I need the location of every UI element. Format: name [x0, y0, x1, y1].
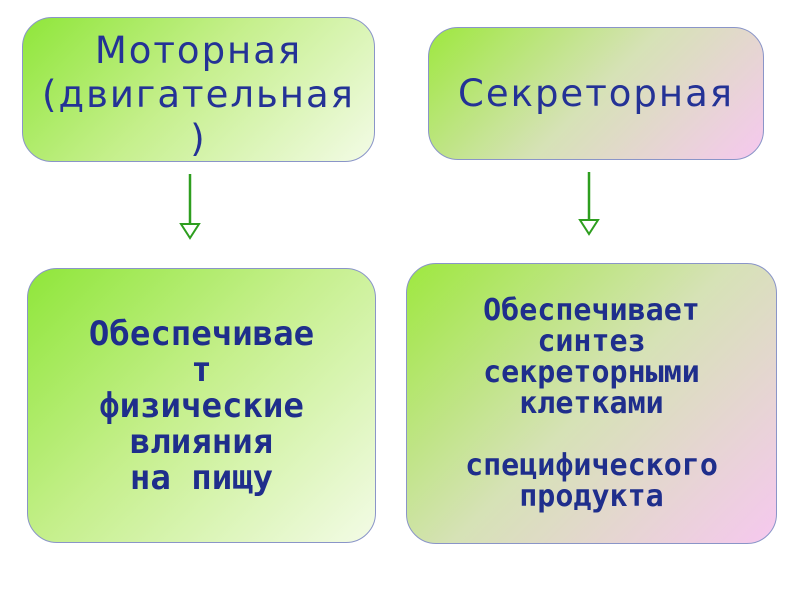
motor-description-box: Обеспечивае т физические влияния на пищу: [27, 268, 376, 543]
motor-function-title: Моторная (двигательная ): [42, 28, 355, 160]
motor-down-arrow: [179, 174, 201, 240]
motor-description-text: Обеспечивае т физические влияния на пищу: [88, 313, 315, 498]
secretory-description-text: Обеспечивает синтез секреторными клеткам…: [465, 293, 718, 514]
secretory-function-box: Секреторная: [428, 27, 764, 160]
secretory-description-box: Обеспечивает синтез секреторными клеткам…: [406, 263, 777, 544]
secretory-function-title: Секреторная: [458, 71, 734, 115]
motor-function-box: Моторная (двигательная ): [22, 17, 375, 162]
secretory-down-arrow: [578, 172, 600, 236]
